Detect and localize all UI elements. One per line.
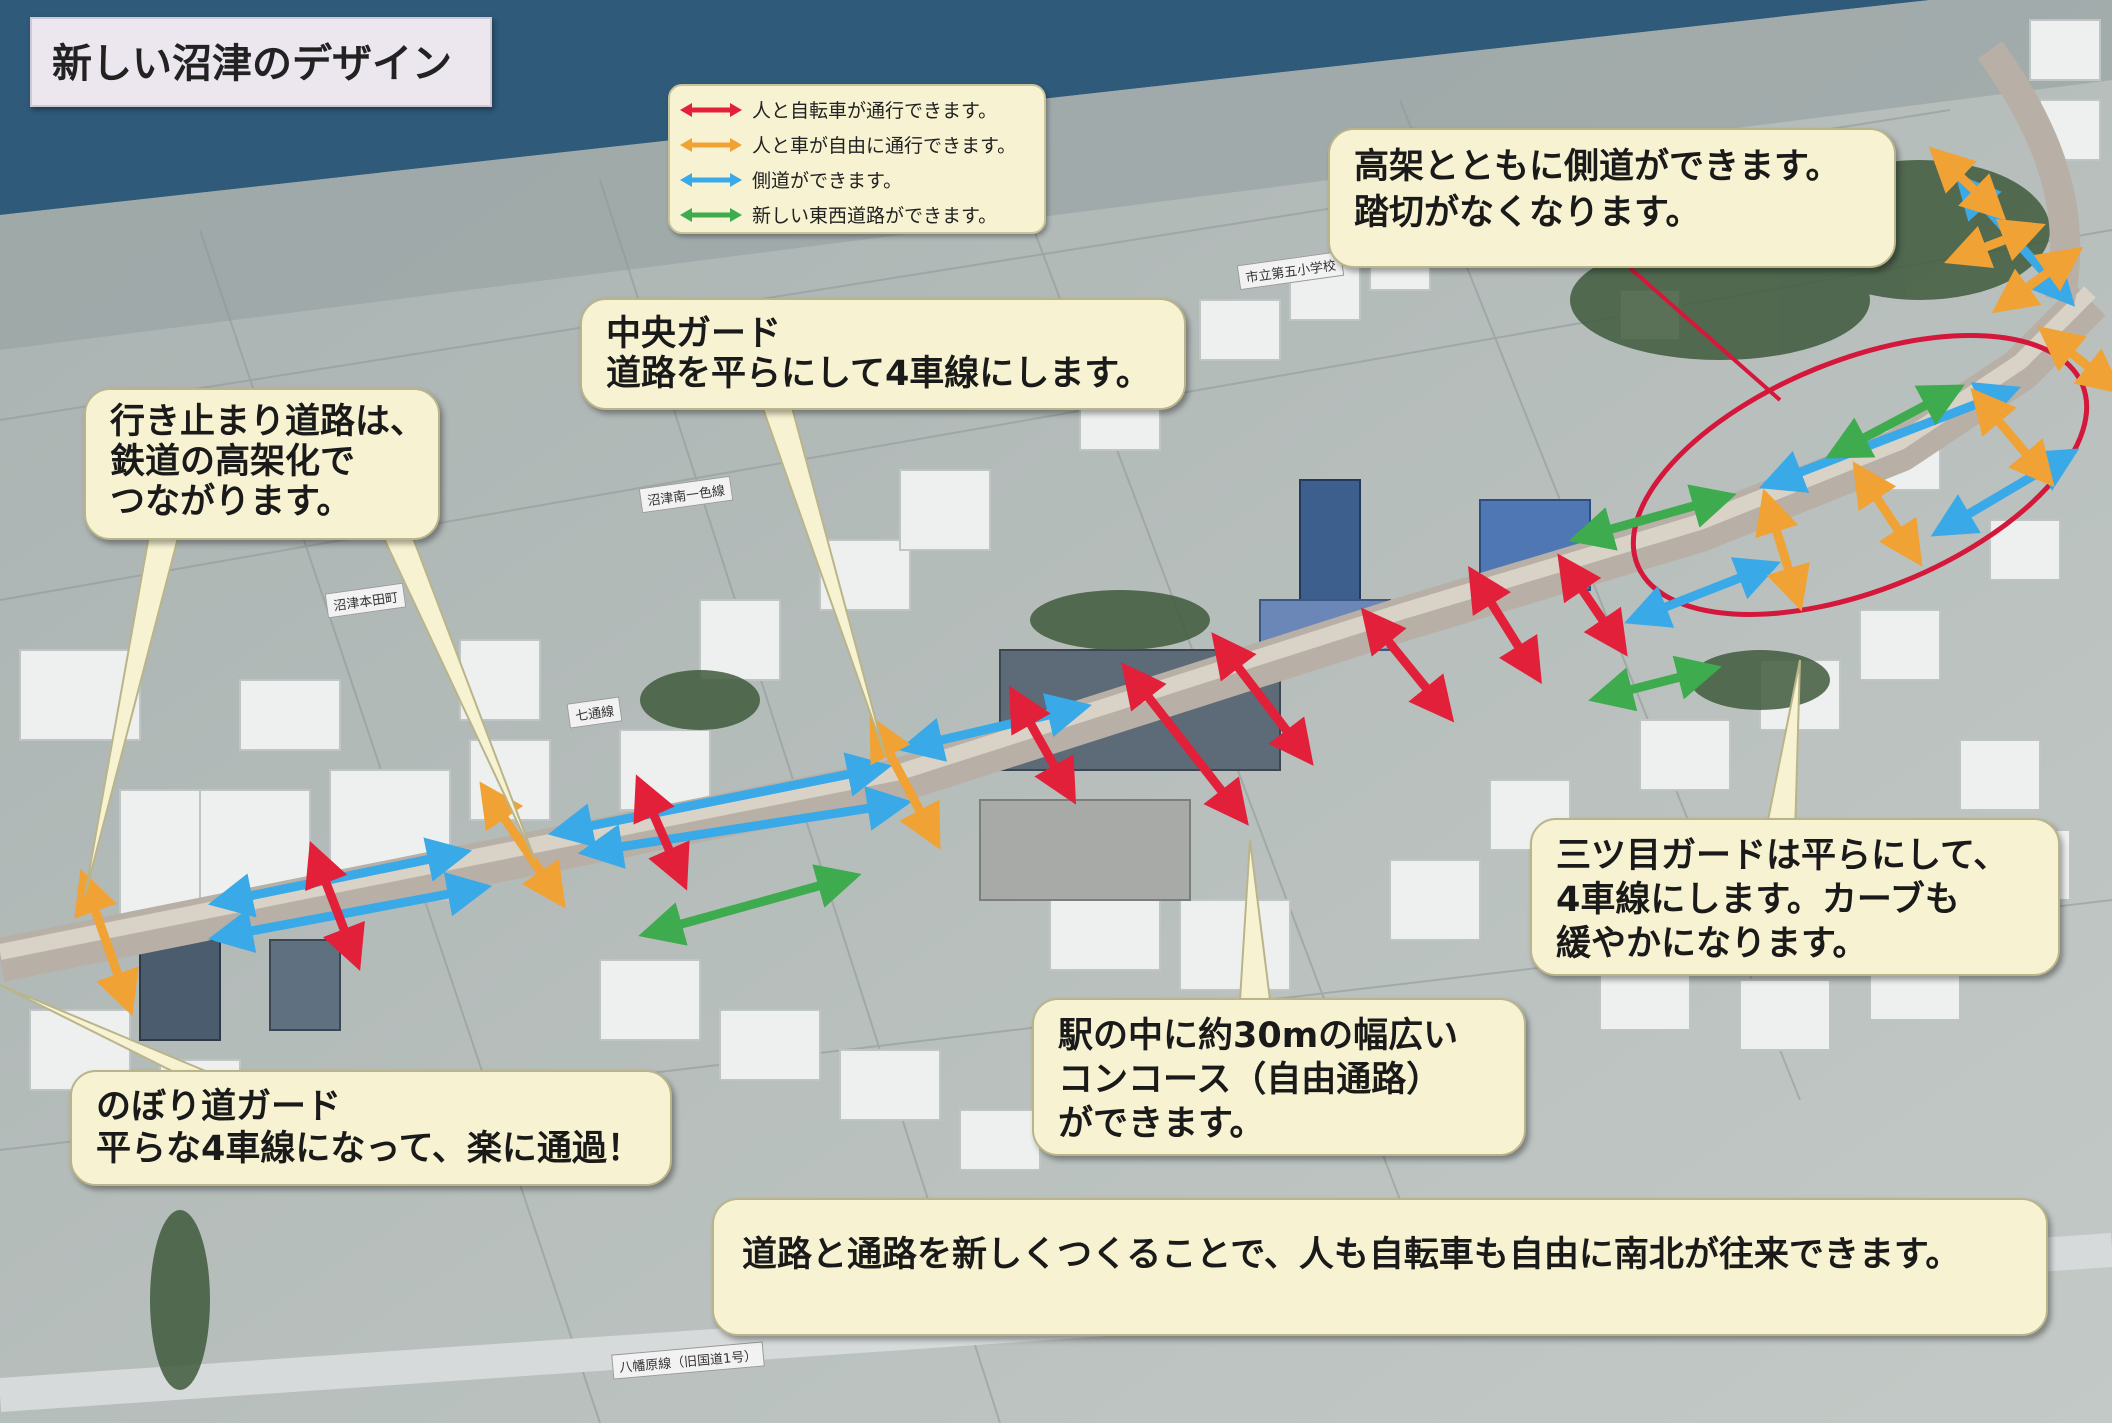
legend-swatch-head: [680, 207, 692, 222]
callout-concourse-line: 駅の中に約30mの幅広い: [1058, 1016, 1459, 1056]
arrow-red: [1360, 607, 1455, 723]
callout-concourse-line: コンコース（自由通路）: [1058, 1060, 1442, 1100]
arrow-orange: [74, 868, 139, 1017]
arrow-orange: [1852, 461, 1923, 567]
callout-elevated-line: 高架とともに側道ができます。: [1354, 147, 1841, 187]
callout-nobori-line: 平らな4車線になって、楽に通過！: [96, 1129, 642, 1169]
legend-swatch-head: [680, 102, 692, 117]
callout-deadend-line: 行き止まり道路は、: [110, 402, 426, 442]
callout-mitsume-line: 三ツ目ガードは平らにして、: [1556, 836, 2009, 876]
page-title: 新しい沼津のデザイン: [30, 17, 492, 107]
arrow-green: [638, 864, 862, 946]
arrow-orange: [2037, 325, 2112, 395]
orange-arrows: [74, 146, 2112, 1017]
arrow-green: [1825, 384, 1965, 459]
legend-swatch-head: [680, 137, 692, 152]
legend-swatch-head: [730, 102, 742, 117]
arrow-red: [1557, 553, 1628, 657]
legend-swatch-head: [730, 137, 742, 152]
callout-summary: 道路と通路を新しくつくることで、人も自転車も自由に南北が往来できます。: [712, 1198, 2048, 1336]
legend: 人と自転車が通行できます。 人と車が自由に通行できます。 側道ができます。 新し…: [668, 84, 1046, 234]
arrow-red: [1211, 632, 1314, 766]
callout-elevated: 高架とともに側道ができます。 踏切がなくなります。: [1328, 128, 1896, 268]
callout-summary-line: 道路と通路を新しくつくることで、人も自転車も自由に南北が往来できます。: [742, 1235, 1961, 1275]
arrow-red: [633, 774, 690, 891]
red-arrows: [305, 553, 1628, 971]
highlight-pointer: [1628, 266, 1782, 402]
callout-nobori-line: のぼり道ガード: [96, 1087, 342, 1127]
legend-swatch-head: [730, 172, 742, 187]
legend-item-orange: 人と車が自由に通行できます。: [680, 127, 1034, 162]
callout-deadend: 行き止まり道路は、 鉄道の高架化で つながります。: [84, 388, 440, 540]
arrow-red: [1121, 662, 1249, 826]
legend-label: 人と自転車が通行できます。: [752, 100, 998, 122]
blue-double-arrow-icon: [680, 172, 742, 187]
red-double-arrow-icon: [680, 102, 742, 117]
arrow-red: [1468, 565, 1542, 685]
callout-mitsume-line: 4車線にします。カーブも: [1556, 880, 1960, 920]
callout-tails: [0, 399, 1801, 1076]
legend-swatch-head: [730, 207, 742, 222]
callout-elevated-line: 踏切がなくなります。: [1354, 193, 1701, 233]
legend-swatch-head: [680, 172, 692, 187]
arrow-red: [305, 841, 365, 971]
callout-chuo-line: 中央ガード: [606, 314, 782, 354]
arrow-red: [1008, 685, 1077, 805]
orange-double-arrow-icon: [680, 137, 742, 152]
arrow-orange: [479, 781, 566, 909]
legend-item-red: 人と自転車が通行できます。: [680, 92, 1034, 127]
arrow-orange: [1991, 246, 2084, 314]
green-double-arrow-icon: [680, 207, 742, 222]
callout-mitsume: 三ツ目ガードは平らにして、 4車線にします。カーブも 緩やかになります。: [1530, 818, 2060, 976]
callout-nobori: のぼり道ガード 平らな4車線になって、楽に通過！: [70, 1070, 672, 1186]
arrow-orange: [1928, 146, 2007, 221]
legend-item-green: 新しい東西道路ができます。: [680, 197, 1034, 232]
model-ground-far: [0, 0, 2112, 350]
callout-deadend-line: 鉄道の高架化で: [110, 442, 356, 482]
callout-concourse-line: ができます。: [1058, 1104, 1265, 1144]
arrow-green: [1588, 655, 1722, 712]
arrow-blue: [1624, 557, 1781, 628]
arrow-green: [1568, 484, 1737, 551]
arrow-orange: [1755, 488, 1810, 612]
legend-label: 側道ができます。: [752, 170, 903, 192]
legend-item-blue: 側道ができます。: [680, 162, 1034, 197]
arrow-orange: [1970, 387, 2055, 488]
green-arrows: [638, 384, 1965, 946]
callout-concourse: 駅の中に約30mの幅広い コンコース（自由通路） ができます。: [1032, 998, 1526, 1156]
arrow-orange: [1943, 219, 2047, 268]
callout-deadend-line: つながります。: [110, 482, 352, 522]
callout-chuo-line: 道路を平らにして4車線にします。: [606, 354, 1151, 394]
legend-label: 新しい東西道路ができます。: [752, 205, 998, 227]
callout-mitsume-line: 緩やかになります。: [1556, 924, 1868, 964]
callout-chuo: 中央ガード 道路を平らにして4車線にします。: [580, 298, 1186, 410]
legend-label: 人と車が自由に通行できます。: [752, 135, 1017, 157]
arrow-orange: [869, 715, 941, 850]
